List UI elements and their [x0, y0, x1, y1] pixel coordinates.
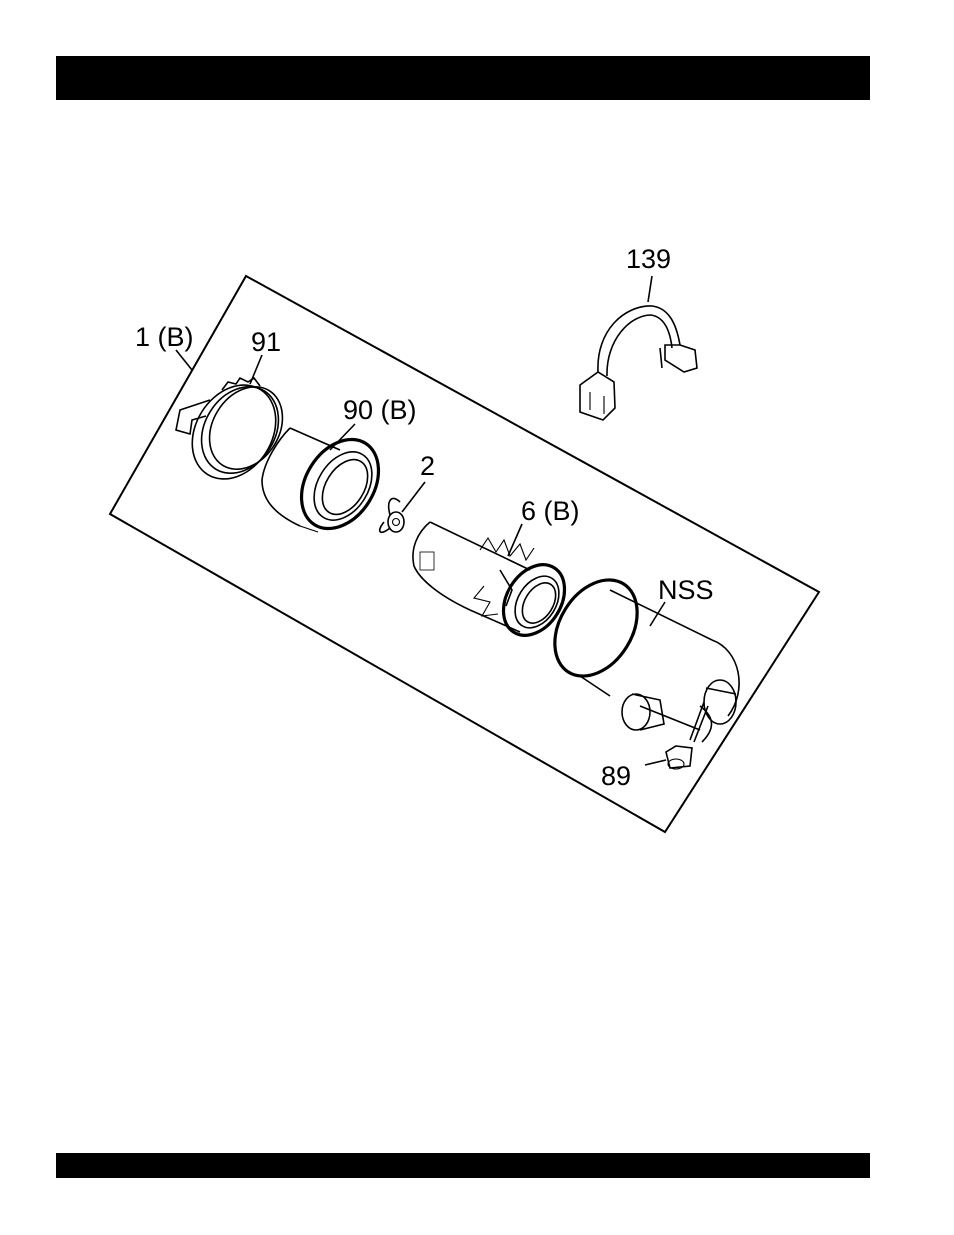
part-2-wing-nut — [380, 498, 404, 532]
part-6b-safety-element — [413, 522, 577, 647]
label-91: 91 — [251, 327, 281, 357]
label-6b: 6 (B) — [521, 496, 580, 526]
part-89-vacuator-valve — [666, 702, 712, 769]
label-1b: 1 (B) — [135, 322, 194, 352]
label-2: 2 — [420, 451, 435, 481]
part-90b-primary-element — [262, 425, 394, 542]
label-139: 139 — [626, 244, 671, 274]
label-nss: NSS — [658, 575, 714, 605]
part-91-band-clamp — [175, 369, 297, 494]
label-89: 89 — [601, 761, 631, 791]
assembly-outline — [110, 276, 819, 832]
part-139-bracket — [580, 306, 697, 420]
label-90b: 90 (B) — [343, 395, 417, 425]
